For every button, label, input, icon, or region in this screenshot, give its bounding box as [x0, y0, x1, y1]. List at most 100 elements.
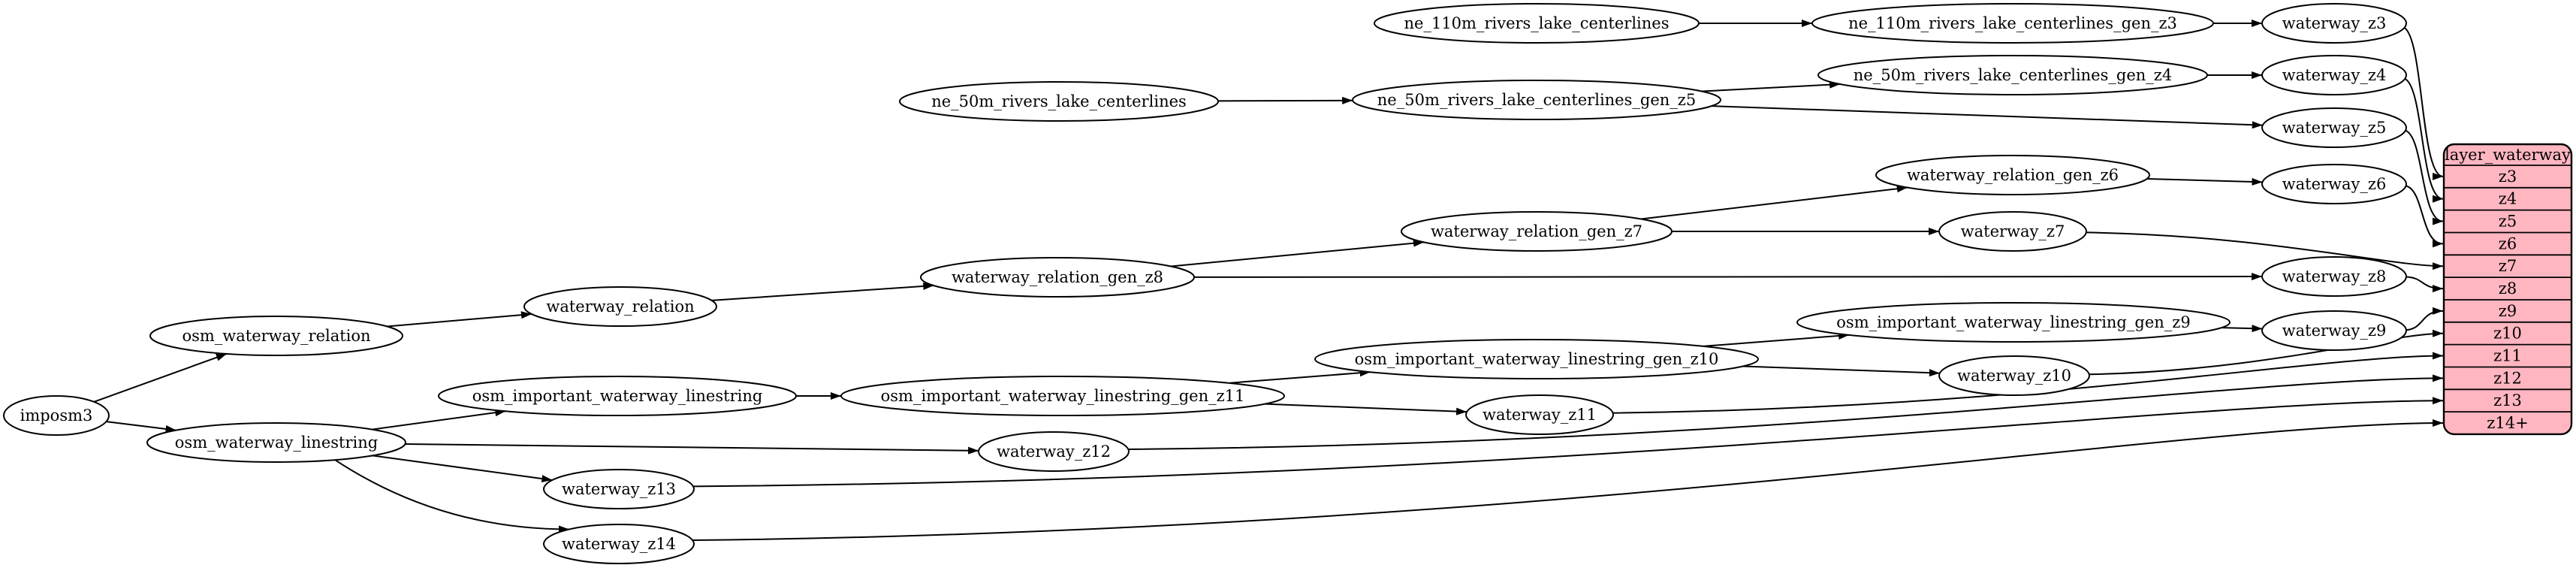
- node-osm_important_waterway_linestring: [438, 376, 797, 416]
- table-row-z14+: z14+: [2487, 414, 2528, 432]
- node-label-osm_important_waterway_linestring: osm_important_waterway_linestring: [472, 387, 763, 405]
- node-waterway_relation: [523, 286, 717, 327]
- edge-osm_waterway_linestring-to-osm_important_waterway_linestring: [372, 409, 506, 431]
- node-label-waterway_z6: waterway_z6: [2282, 175, 2387, 193]
- node-label-waterway_z11: waterway_z11: [1483, 406, 1597, 424]
- edge-osm_waterway_linestring-to-waterway_z12: [405, 443, 979, 455]
- node-waterway_z8: [2261, 256, 2407, 297]
- nodes-layer: imposm3 osm_waterway_relation osm_waterway…: [3, 3, 2407, 564]
- node-waterway_relation_gen_z6: [1875, 155, 2150, 195]
- edge-waterway_relation-to-waterway_relation_gen_z8: [711, 282, 934, 301]
- node-waterway_z3: [2261, 3, 2407, 44]
- node-label-waterway_z14: waterway_z14: [562, 535, 676, 553]
- edge-osm_important_waterway_linestring_gen_z11-to-waterway_z11: [1265, 403, 1467, 415]
- node-label-ne_110m_rivers_lake_centerlines_gen_z3: ne_110m_rivers_lake_centerlines_gen_z3: [1848, 14, 2177, 32]
- edge-osm_important_waterway_linestring_gen_z11-to-osm_important_waterway_linestring_gen_z10: [1229, 369, 1371, 384]
- table-row-z12: z12: [2493, 369, 2522, 387]
- node-waterway_z6: [2261, 164, 2407, 204]
- edge-imposm3-to-osm_waterway_linestring: [106, 421, 176, 433]
- node-label-waterway_z9: waterway_z9: [2282, 322, 2387, 340]
- edge-ne_50m_rivers_lake_centerlines_gen_z5-to-ne_50m_rivers_lake_centerlines_gen_z4: [1701, 80, 1841, 92]
- edge-waterway_z11-to-z11: [1612, 352, 2444, 414]
- node-label-ne_110m_rivers_lake_centerlines: ne_110m_rivers_lake_centerlines: [1404, 14, 1670, 32]
- edge-osm_important_waterway_linestring_gen_z10-to-waterway_z10: [1742, 365, 1940, 377]
- node-label-osm_important_waterway_linestring_gen_z10: osm_important_waterway_linestring_gen_z1…: [1355, 350, 1719, 368]
- edges-layer: [93, 20, 2444, 542]
- node-ne_50m_rivers_lake_centerlines: [899, 81, 1219, 122]
- node-label-waterway_z12: waterway_z12: [997, 443, 1111, 461]
- node-label-osm_important_waterway_linestring_gen_z9: osm_important_waterway_linestring_gen_z9: [1836, 313, 2190, 331]
- node-label-waterway_z8: waterway_z8: [2282, 267, 2387, 286]
- node-waterway_z12: [978, 431, 1130, 472]
- edge-waterway_z13-to-z13: [693, 397, 2444, 488]
- node-label-ne_50m_rivers_lake_centerlines_gen_z5: ne_50m_rivers_lake_centerlines_gen_z5: [1377, 91, 1696, 109]
- edge-waterway_z10-to-z10: [2089, 329, 2444, 376]
- table-row-z6: z6: [2499, 234, 2517, 252]
- table-layer_waterway: [2442, 143, 2573, 436]
- edge-waterway_z9-to-z9: [2406, 307, 2444, 331]
- node-waterway_z5: [2261, 107, 2407, 148]
- table-row-z3: z3: [2499, 168, 2517, 186]
- node-label-osm_waterway_relation: osm_waterway_relation: [182, 327, 370, 345]
- edge-waterway_z12-to-z12: [1128, 374, 2444, 450]
- node-ne_50m_rivers_lake_centerlines_gen_z4: [1817, 55, 2208, 95]
- edge-ne_50m_rivers_lake_centerlines_gen_z5-to-waterway_z5: [1711, 105, 2263, 129]
- edge-waterway_relation_gen_z8-to-waterway_z8: [1193, 273, 2263, 281]
- node-waterway_z10: [1938, 355, 2090, 396]
- table-row-z7: z7: [2499, 257, 2517, 275]
- edge-waterway_z7-to-z7: [2086, 231, 2444, 270]
- table-row-z5: z5: [2499, 213, 2517, 231]
- node-osm_important_waterway_linestring_gen_z10: [1314, 339, 1759, 379]
- edge-waterway_z3-to-z3: [2403, 27, 2444, 180]
- edge-waterway_z5-to-z5: [2405, 129, 2444, 225]
- node-label-waterway_z3: waterway_z3: [2282, 14, 2387, 32]
- node-label-waterway_z10: waterway_z10: [1957, 367, 2071, 385]
- table-row-z9: z9: [2499, 302, 2517, 320]
- node-label-waterway_z4: waterway_z4: [2282, 66, 2387, 84]
- table-row-z8: z8: [2499, 279, 2517, 298]
- edge-waterway_z4-to-z4: [2404, 77, 2444, 203]
- table-row-z10: z10: [2493, 325, 2522, 343]
- edge-imposm3-to-osm_waterway_relation: [93, 352, 228, 403]
- table-row-z4: z4: [2499, 190, 2517, 208]
- node-osm_waterway_linestring: [146, 422, 406, 463]
- node-waterway_z9: [2261, 310, 2407, 351]
- edge-waterway_z14-to-z14+: [692, 419, 2444, 542]
- node-label-osm_important_waterway_linestring_gen_z11: osm_important_waterway_linestring_gen_z1…: [881, 387, 1245, 405]
- node-waterway_z11: [1465, 394, 1614, 435]
- edge-osm_waterway_linestring-to-waterway_z13: [372, 455, 553, 483]
- node-label-waterway_z13: waterway_z13: [562, 480, 676, 498]
- node-label-waterway_relation_gen_z7: waterway_relation_gen_z7: [1431, 222, 1642, 240]
- node-label-waterway_z7: waterway_z7: [1961, 222, 2065, 240]
- edge-osm_waterway_relation-to-waterway_relation: [387, 311, 532, 328]
- edge-waterway_z6-to-z6: [2406, 185, 2444, 248]
- node-waterway_relation_gen_z8: [920, 257, 1195, 298]
- table-row-z13: z13: [2493, 391, 2522, 409]
- node-label-ne_50m_rivers_lake_centerlines: ne_50m_rivers_lake_centerlines: [931, 92, 1187, 110]
- edge-osm_waterway_linestring-to-waterway_z14: [334, 459, 570, 533]
- node-label-imposm3: imposm3: [20, 406, 93, 425]
- node-label-waterway_relation: waterway_relation: [546, 298, 694, 316]
- node-ne_110m_rivers_lake_centerlines: [1374, 3, 1700, 44]
- table-row-z11: z11: [2493, 347, 2522, 365]
- node-osm_waterway_relation: [149, 316, 403, 356]
- node-waterway_relation_gen_z7: [1401, 211, 1673, 252]
- node-ne_50m_rivers_lake_centerlines_gen_z5: [1352, 80, 1721, 120]
- node-waterway_z7: [1938, 211, 2087, 252]
- node-ne_110m_rivers_lake_centerlines_gen_z3: [1811, 3, 2214, 44]
- node-osm_important_waterway_linestring_gen_z11: [840, 376, 1285, 416]
- node-waterway_z4: [2261, 55, 2407, 95]
- table-title: layer_waterway: [2445, 146, 2571, 164]
- node-label-osm_waterway_linestring: osm_waterway_linestring: [175, 434, 378, 452]
- node-waterway_z14: [543, 524, 695, 564]
- table-layer: layer_waterway z3 z4 z5 z6 z7 z8 z9 z10 z11 z12 z13…: [2442, 143, 2573, 436]
- edge-waterway_relation_gen_z8-to-waterway_relation_gen_z7: [1171, 239, 1424, 267]
- edge-osm_important_waterway_linestring_gen_z10-to-osm_important_waterway_linestring_gen_z9: [1703, 331, 1850, 347]
- node-waterway_z13: [543, 469, 695, 509]
- node-imposm3: [3, 395, 110, 436]
- node-label-waterway_relation_gen_z6: waterway_relation_gen_z6: [1907, 166, 2119, 184]
- edge-waterway_z8-to-z8: [2406, 276, 2444, 293]
- edge-waterway_relation_gen_z6-to-waterway_z6: [2146, 177, 2263, 186]
- node-label-ne_50m_rivers_lake_centerlines_gen_z4: ne_50m_rivers_lake_centerlines_gen_z4: [1854, 66, 2172, 84]
